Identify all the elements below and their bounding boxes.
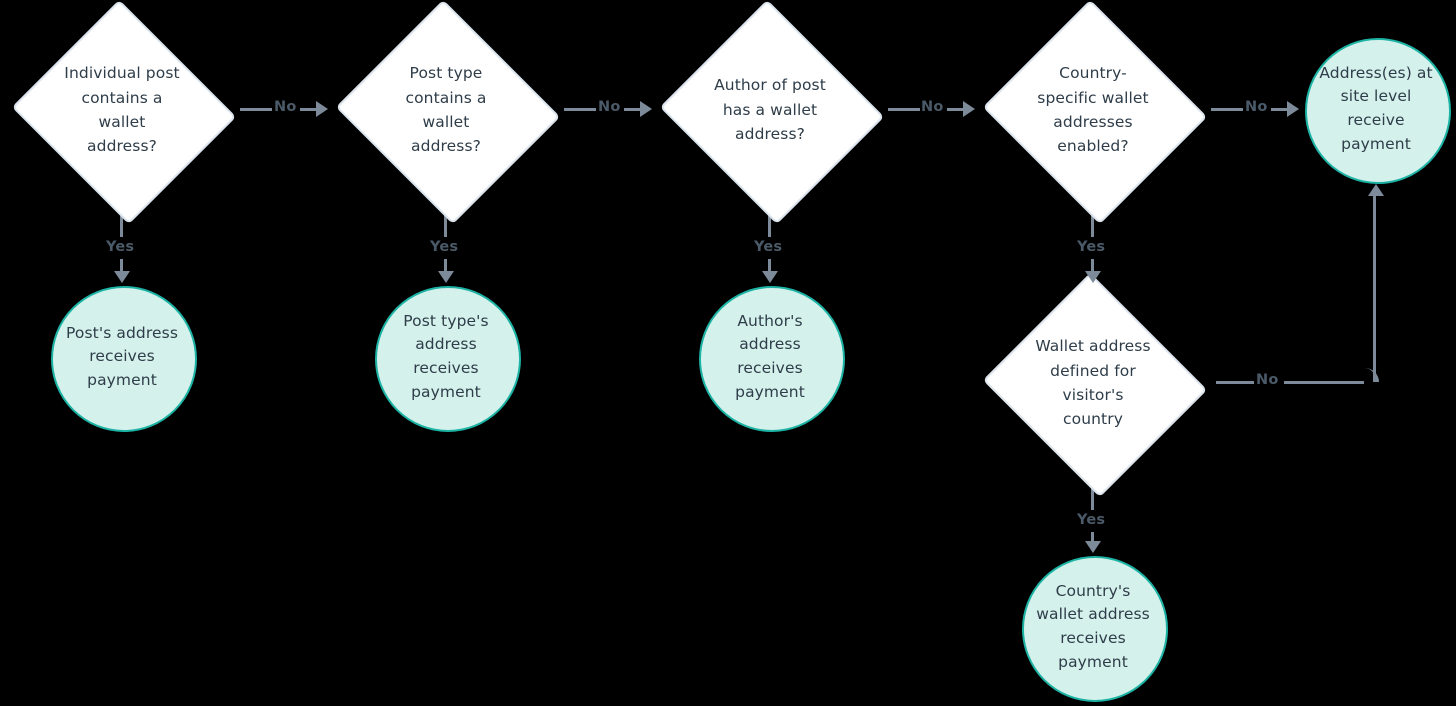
edge-line: [1091, 488, 1094, 510]
edge-line: [1216, 381, 1254, 384]
terminal-author-address[interactable]: Author's address receives payment: [699, 286, 845, 432]
arrowhead-down-icon: [762, 271, 778, 283]
edge-line: [1284, 381, 1364, 384]
edge-line: [240, 108, 272, 111]
terminal-country-address[interactable]: Country's wallet address receives paymen…: [1022, 556, 1168, 702]
edge-line: [120, 215, 123, 237]
terminal-post-address[interactable]: Post's address receives payment: [51, 286, 197, 432]
edge-label-no: No: [921, 99, 944, 115]
edge-line: [564, 108, 596, 111]
decision-label: Author of post has a wallet address?: [714, 76, 826, 144]
edge-line: [888, 108, 920, 111]
decision-post-type[interactable]: Post type contains a wallet address?: [332, 0, 561, 225]
edge-line: [444, 215, 447, 237]
edge-label-yes: Yes: [1077, 512, 1106, 528]
arrowhead-right-icon: [316, 101, 328, 117]
edge-line: [768, 215, 771, 237]
arrowhead-down-icon: [438, 271, 454, 283]
edge-label-yes: Yes: [106, 239, 135, 255]
terminal-post-type-address[interactable]: Post type's address receives payment: [375, 286, 521, 432]
circle-shape: [699, 286, 845, 432]
edge-label-no: No: [1256, 372, 1279, 388]
edge-line: [1091, 532, 1094, 544]
decision-individual-post[interactable]: Individual post contains a wallet addres…: [8, 0, 237, 225]
arrowhead-right-icon: [963, 101, 975, 117]
edge-line: [120, 259, 123, 273]
edge-line: [1373, 196, 1376, 382]
edge-line: [444, 259, 447, 273]
arrowhead-down-icon: [114, 271, 130, 283]
terminal-site-level-address[interactable]: Address(es) at site level receive paymen…: [1305, 38, 1451, 184]
arrowhead-right-icon: [640, 101, 652, 117]
edge-line: [624, 108, 642, 111]
arrowhead-down-icon: [1085, 541, 1101, 553]
edge-elbow: [1350, 368, 1379, 382]
terminal-label: Address(es) at site level receive paymen…: [1319, 63, 1433, 153]
terminal-label: Post's address receives payment: [66, 323, 178, 389]
decision-country-specific[interactable]: Country- specific wallet addresses enabl…: [979, 0, 1208, 225]
circle-shape: [375, 286, 521, 432]
circle-shape: [1022, 556, 1168, 702]
circle-shape: [1305, 38, 1451, 184]
terminal-label: Country's wallet address receives paymen…: [1036, 581, 1150, 671]
decision-visitor-country[interactable]: Wallet address defined for visitor's cou…: [979, 272, 1208, 498]
decision-author-of-post[interactable]: Author of post has a wallet address?: [656, 0, 885, 225]
decision-label: Individual post contains a wallet addres…: [64, 64, 180, 156]
decision-label: Wallet address defined for visitor's cou…: [1035, 337, 1151, 429]
arrowhead-up-icon: [1368, 184, 1384, 196]
terminal-label: Post type's address receives payment: [403, 311, 489, 401]
arrowhead-right-icon: [1287, 101, 1299, 117]
edge-label-no: No: [1245, 99, 1268, 115]
decision-label: Post type contains a wallet address?: [405, 64, 487, 156]
edge-line: [1211, 108, 1243, 111]
decision-label: Country- specific wallet addresses enabl…: [1037, 64, 1149, 156]
edge-line: [1091, 259, 1094, 273]
edge-label-yes: Yes: [1077, 239, 1106, 255]
edge-line: [1091, 215, 1094, 237]
circle-shape: [51, 286, 197, 432]
terminal-label: Author's address receives payment: [735, 311, 805, 401]
edge-line: [300, 108, 318, 111]
edge-line: [947, 108, 965, 111]
arrowhead-down-icon: [1085, 271, 1101, 283]
edge-label-yes: Yes: [430, 239, 459, 255]
edge-line: [1271, 108, 1289, 111]
edge-line: [768, 259, 771, 273]
edge-label-no: No: [598, 99, 621, 115]
edge-label-yes: Yes: [754, 239, 783, 255]
edge-label-no: No: [274, 99, 297, 115]
